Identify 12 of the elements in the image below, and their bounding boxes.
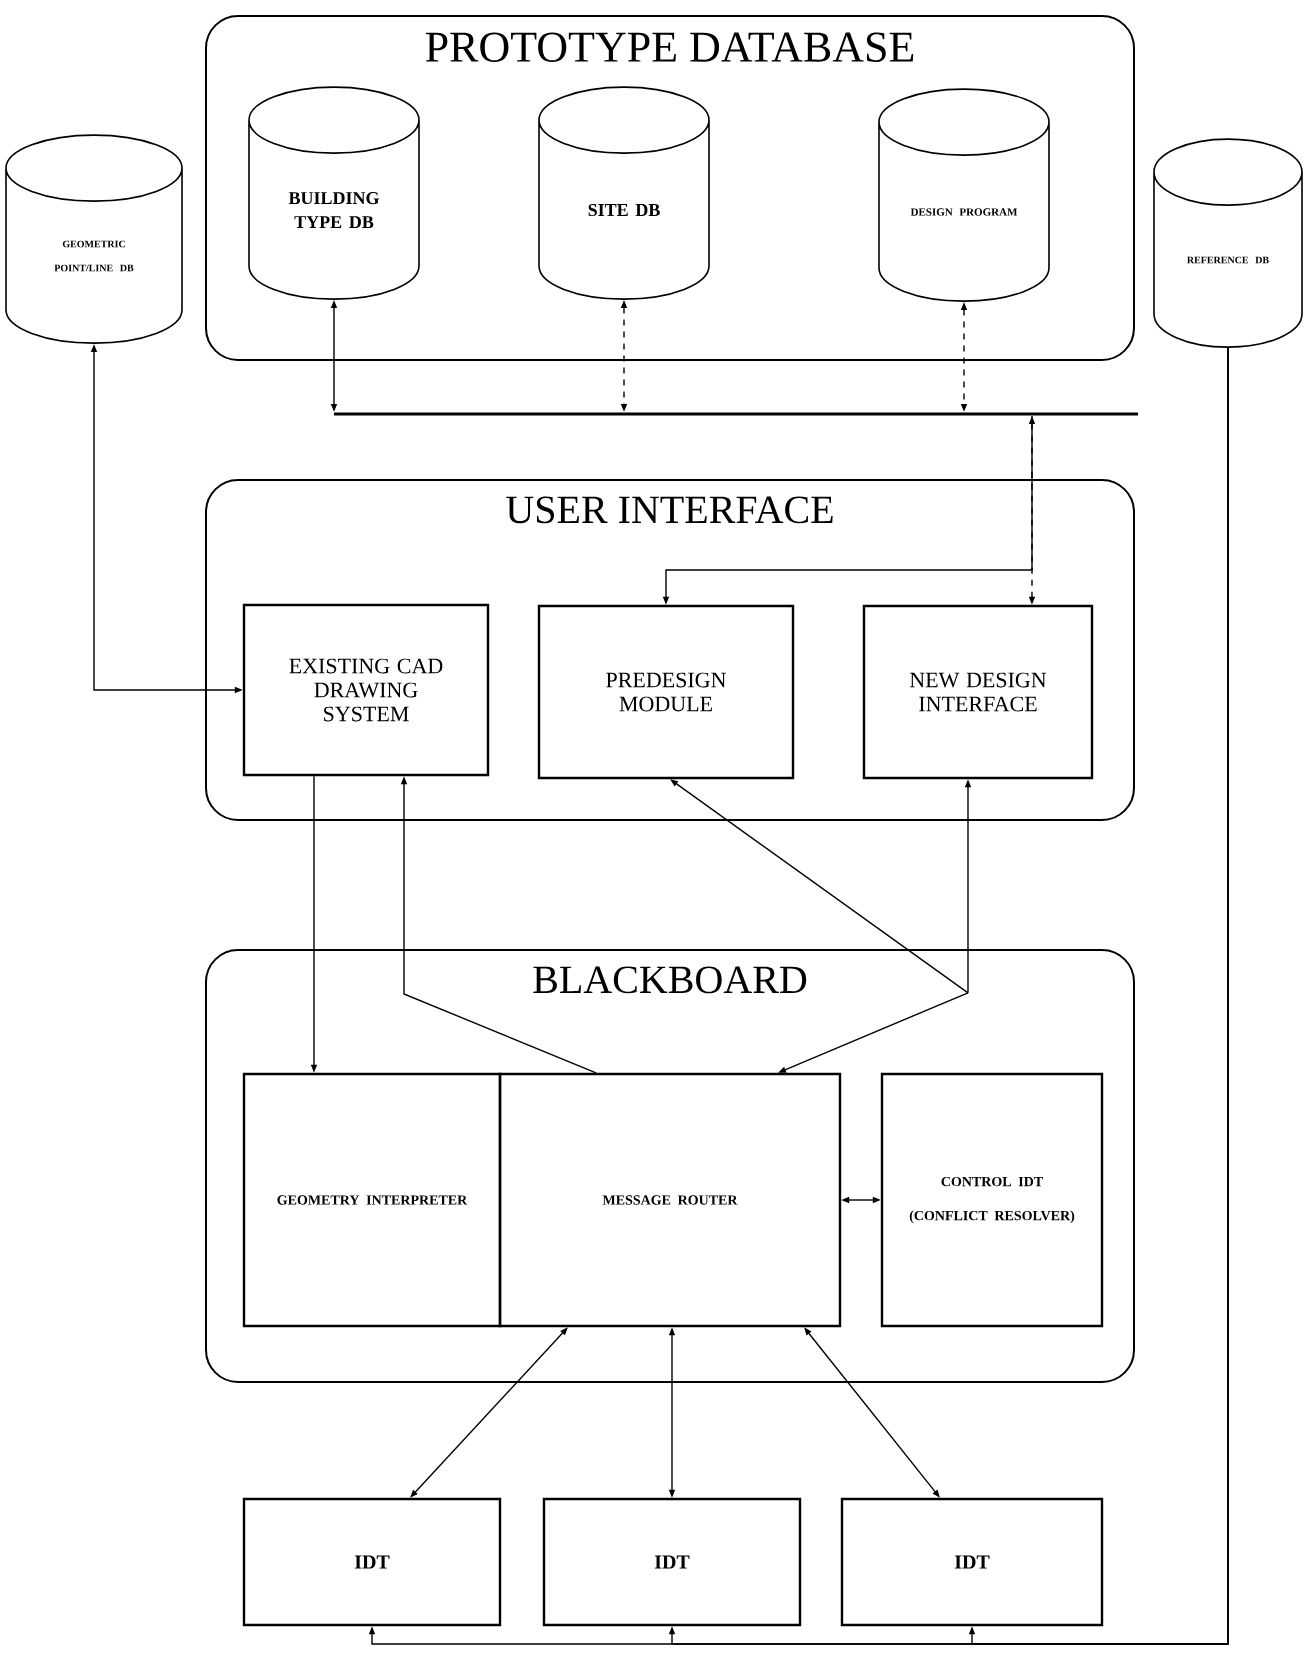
database-cylinder: BUILDING TYPE DB — [248, 86, 420, 300]
arrow — [670, 779, 969, 994]
module-box: PREDESIGN MODULE — [537, 604, 795, 780]
module-box: IDT — [840, 1497, 1104, 1627]
module-box: IDT — [542, 1497, 802, 1627]
arrow — [410, 1327, 568, 1498]
bus-line — [334, 412, 1138, 416]
arrow — [968, 347, 1229, 1645]
module-box: NEW DESIGN INTERFACE — [862, 604, 1094, 780]
module-box: IDT — [242, 1497, 502, 1627]
database-cylinder: SITE DB — [538, 86, 710, 300]
module-box: EXISTING CAD DRAWING SYSTEM — [242, 603, 490, 777]
